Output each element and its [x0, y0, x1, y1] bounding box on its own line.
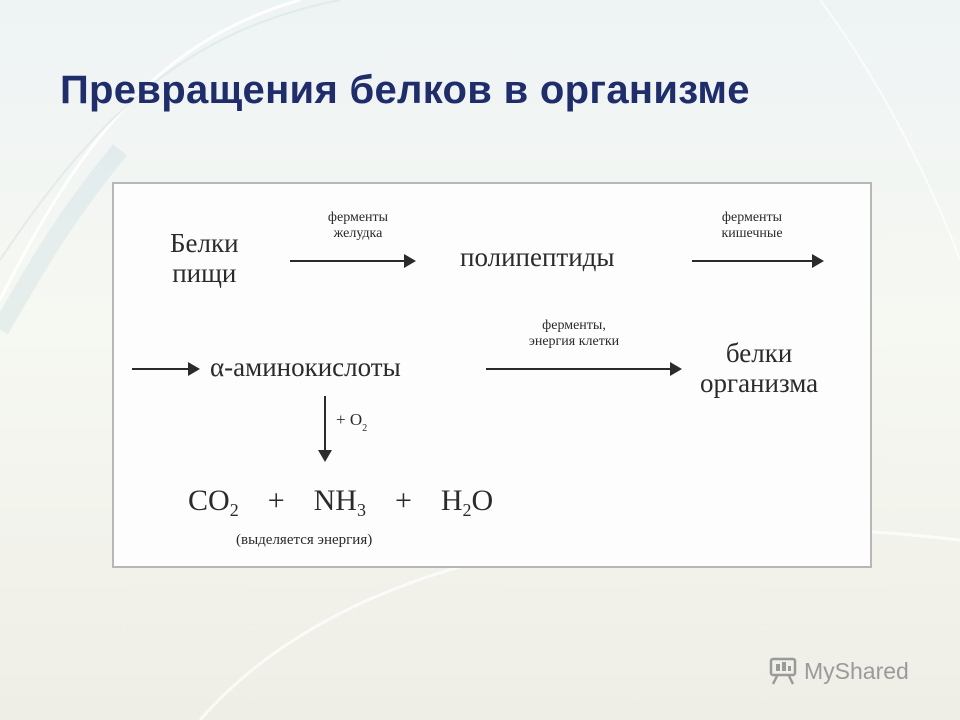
polypeptides-label: полипептиды — [460, 242, 615, 272]
body-proteins-line1: белки — [725, 338, 793, 368]
plus-sign-1: + — [267, 484, 285, 517]
energy-note: (выделяется энергия) — [236, 532, 373, 548]
arrow2-label-line1: ферменты — [721, 210, 783, 225]
co2-label: CO — [188, 484, 230, 517]
protein-transformation-diagram: Белки пищи ферменты желудка полипептиды … — [112, 182, 872, 568]
watermark-text: MyShared — [804, 657, 909, 684]
amino-acids-label: α-аминокислоты — [210, 352, 401, 382]
body-proteins-label: белки организма — [700, 338, 818, 398]
arrow-stomach — [290, 254, 416, 268]
co2-subscript: 2 — [229, 500, 239, 520]
oxidation-text: + O — [336, 410, 363, 429]
arrow3-label-line2: энергия клетки — [528, 334, 620, 349]
arrow1-label: ферменты желудка — [308, 210, 408, 242]
watermark: MyShared — [768, 656, 909, 686]
arrow3-label: ферменты, энергия клетки — [494, 318, 654, 350]
food-proteins-label: Белки пищи — [170, 228, 239, 288]
arrow2-label: ферменты кишечные — [702, 210, 802, 242]
h2o-subscript: 2 — [462, 500, 472, 520]
arrow2-label-line2: кишечные — [721, 226, 783, 241]
arrow1-label-line2: желудка — [333, 226, 383, 241]
presentation-board-icon — [769, 657, 797, 685]
food-proteins-line2: пищи — [172, 258, 237, 288]
oxidation-subscript: 2 — [362, 423, 368, 434]
products-equation: CO2 + NH3 + H2O — [188, 486, 493, 525]
nh3-subscript: 3 — [356, 500, 366, 520]
plus-sign-2: + — [394, 484, 412, 517]
arrow-intestine — [692, 254, 824, 268]
arrow3-label-line1: ферменты, — [542, 318, 606, 333]
arrow-continuation — [132, 362, 200, 376]
oxidation-label: + O2 — [336, 410, 367, 434]
nh3-label: NH — [313, 484, 357, 517]
h2o-o-label: O — [471, 484, 494, 517]
slide-title: Превращения белков в организме — [60, 68, 750, 112]
arrow-oxidation — [318, 396, 332, 462]
food-proteins-line1: Белки — [170, 228, 239, 258]
arrow1-label-line1: ферменты — [327, 210, 389, 225]
body-proteins-line2: организма — [700, 368, 819, 398]
arrow-synthesis — [486, 362, 682, 376]
h2o-h-label: H — [440, 484, 463, 517]
